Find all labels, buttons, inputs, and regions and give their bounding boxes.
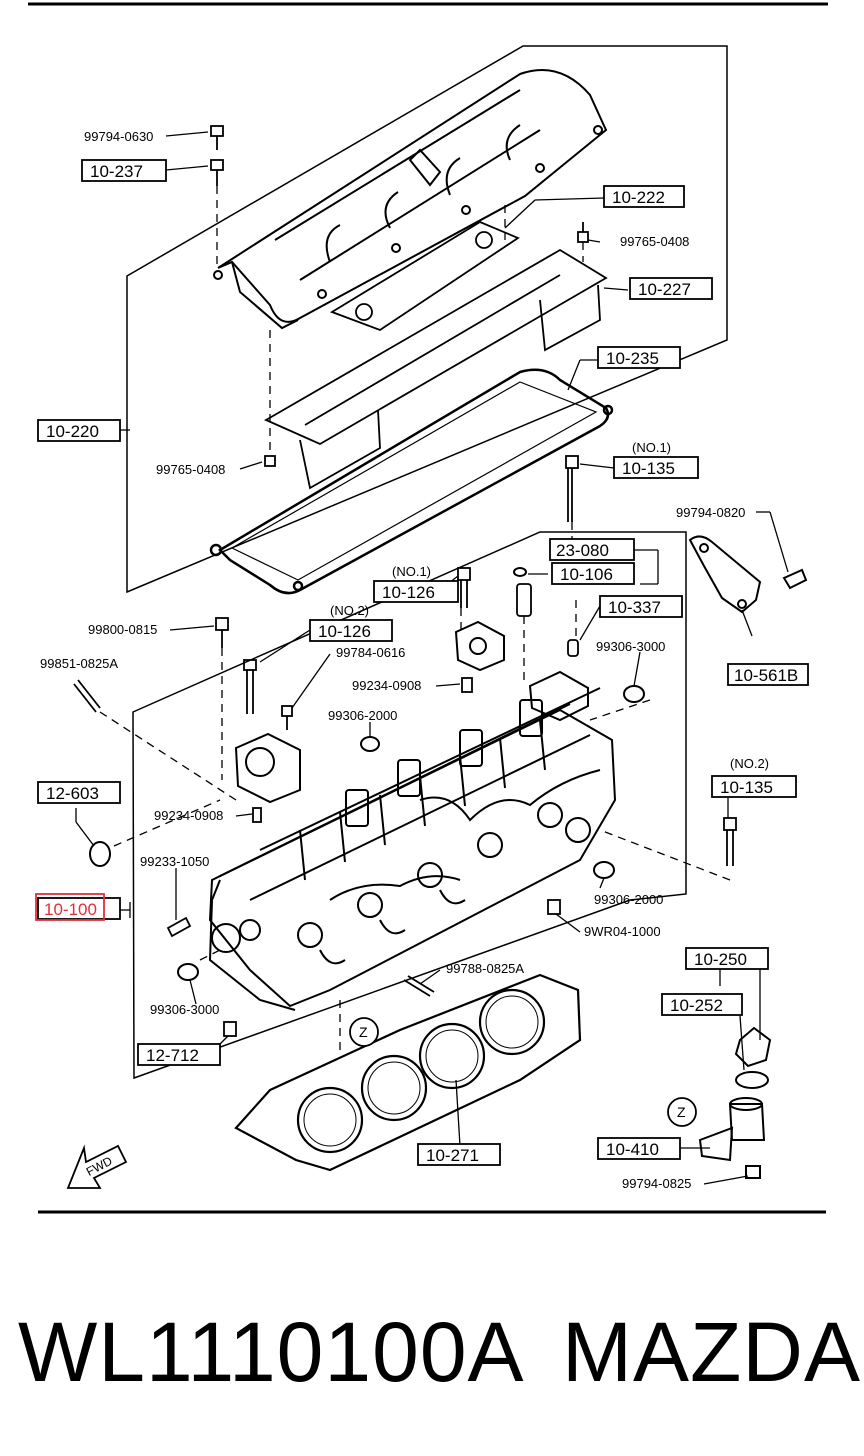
- label-10-252: 10-252: [670, 996, 723, 1015]
- label-12-712: 12-712: [146, 1046, 199, 1065]
- label-99788-0825a: 99788-0825A: [446, 961, 524, 976]
- box-12-603: [37, 781, 121, 804]
- baffle-plate-drawing: [264, 248, 608, 490]
- box-10-222: [603, 185, 685, 208]
- guide-lines-upper: [216, 186, 584, 540]
- label-99794-0630: 99794-0630: [84, 129, 153, 144]
- label-99851-0825a: 99851-0825A: [40, 656, 118, 671]
- label-10-271: 10-271: [426, 1146, 479, 1165]
- cam-caps-drawing: [234, 620, 589, 804]
- label-no2-a: (NO.2): [330, 603, 369, 618]
- cylinder-head-drawing: [208, 687, 617, 1011]
- label-z-left: Z: [359, 1024, 368, 1040]
- label-10-106: 10-106: [560, 565, 613, 584]
- box-10-237: [81, 159, 167, 182]
- label-10-337: 10-337: [608, 598, 661, 617]
- label-10-220: 10-220: [46, 422, 99, 441]
- box-10-135-no2: [711, 775, 797, 798]
- box-10-126-no2: [309, 619, 393, 642]
- box-10-126-no1: [373, 580, 459, 603]
- plugs-drawing: [89, 567, 645, 981]
- label-no2-b: (NO.2): [730, 756, 769, 771]
- label-z-right: Z: [677, 1104, 686, 1120]
- head-group-frame: [132, 531, 687, 1080]
- box-10-135-no1: [613, 456, 699, 479]
- label-10-126-no2: 10-126: [318, 622, 371, 641]
- label-10-222: 10-222: [612, 188, 665, 207]
- part-number: WL1110100A: [18, 1305, 525, 1399]
- label-10-561b: 10-561B: [734, 666, 798, 685]
- head-gasket-drawing: [234, 973, 582, 1172]
- callout-texts: 99794-0630 10-237 10-222 99765-0408 10-2…: [40, 129, 798, 1191]
- highlight-10-100: [35, 893, 105, 921]
- label-99794-0820: 99794-0820: [676, 505, 745, 520]
- label-9wr04-1000: 9WR04-1000: [584, 924, 661, 939]
- label-10-250: 10-250: [694, 950, 747, 969]
- label-10-135-no2: 10-135: [720, 778, 773, 797]
- label-99234-0908-a: 99234-0908: [352, 678, 421, 693]
- label-no1-a: (NO.1): [632, 440, 671, 455]
- box-10-227: [629, 277, 713, 300]
- label-99234-0908-b: 99234-0908: [154, 808, 223, 823]
- label-10-126-no1: 10-126: [382, 583, 435, 602]
- box-23-080: [549, 538, 635, 561]
- box-10-410: [597, 1137, 681, 1160]
- z-marker-left: [349, 1017, 379, 1047]
- label-10-100: 10-100: [44, 900, 97, 919]
- label-23-080: 23-080: [556, 541, 609, 560]
- label-99800-0815: 99800-0815: [88, 622, 157, 637]
- cover-gasket-drawing: [209, 368, 614, 595]
- label-99306-2000-a: 99306-2000: [328, 708, 397, 723]
- guide-lines-lower: [99, 600, 731, 1050]
- box-10-100: [37, 897, 121, 920]
- box-12-712: [137, 1043, 221, 1066]
- label-10-227: 10-227: [638, 280, 691, 299]
- box-10-220: [37, 419, 121, 442]
- label-99306-2000-b: 99306-2000: [594, 892, 663, 907]
- label-99765-0408-left: 99765-0408: [156, 462, 225, 477]
- label-12-603: 12-603: [46, 784, 99, 803]
- label-99233-1050: 99233-1050: [140, 854, 209, 869]
- filler-cap-drawing: [698, 1026, 772, 1179]
- fwd-arrow-icon: [66, 1144, 128, 1189]
- box-10-271: [417, 1143, 501, 1166]
- z-marker-right: [667, 1097, 697, 1127]
- label-99784-0616: 99784-0616: [336, 645, 405, 660]
- bracket-drawing: [688, 535, 808, 614]
- label-99306-3000-b: 99306-3000: [150, 1002, 219, 1017]
- label-99794-0825: 99794-0825: [622, 1176, 691, 1191]
- box-10-250: [685, 947, 769, 970]
- bolt-drawings-upper: [210, 125, 589, 522]
- label-no1-b: (NO.1): [392, 564, 431, 579]
- label-99765-0408-top: 99765-0408: [620, 234, 689, 249]
- box-10-252: [661, 993, 743, 1016]
- cover-plate-drawing: [329, 220, 520, 332]
- label-10-410: 10-410: [606, 1140, 659, 1159]
- footer: WL1110100A MAZDA: [0, 1290, 864, 1410]
- label-10-135-no1: 10-135: [622, 459, 675, 478]
- label-boxes: [37, 159, 809, 1166]
- box-10-561b: [727, 663, 809, 686]
- label-99306-3000-a: 99306-3000: [596, 639, 665, 654]
- box-10-235: [597, 346, 681, 369]
- leader-lines: [75, 131, 789, 1185]
- cover-group-frame: [126, 45, 728, 594]
- label-10-235: 10-235: [606, 349, 659, 368]
- valve-cover-drawing: [213, 69, 608, 330]
- label-10-237: 10-237: [90, 162, 143, 181]
- box-10-106: [551, 562, 635, 585]
- box-10-337: [599, 595, 683, 618]
- brand-name: MAZDA: [562, 1305, 861, 1399]
